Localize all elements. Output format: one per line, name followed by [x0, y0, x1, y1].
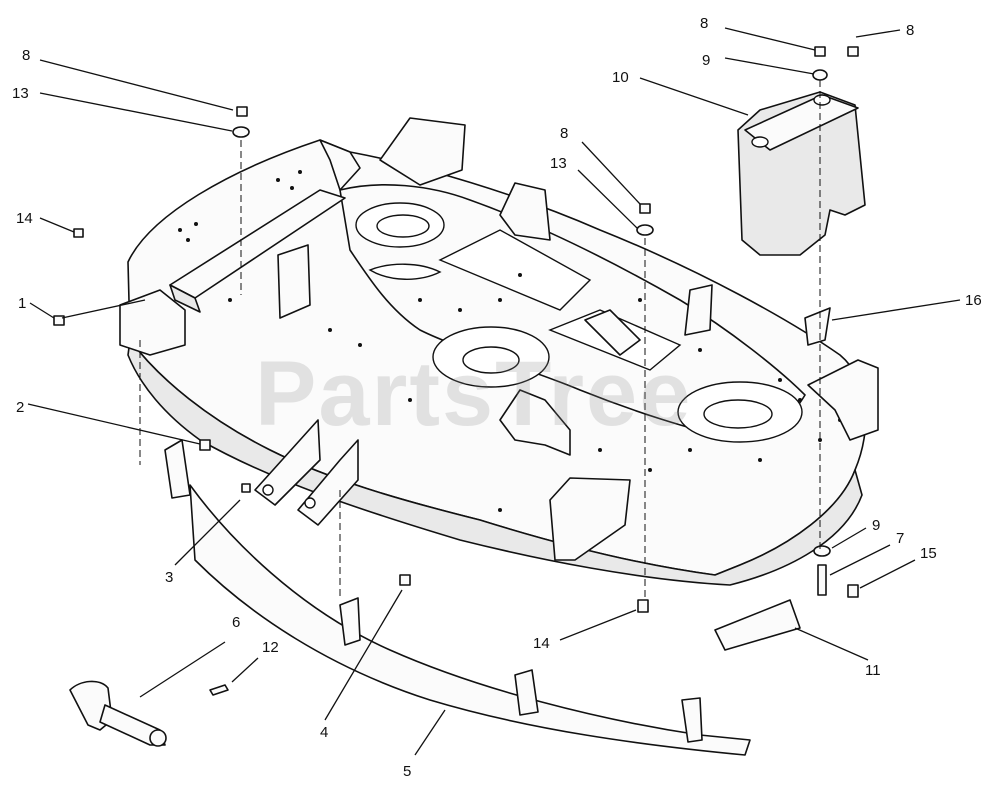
- callout-1: 1: [18, 295, 26, 312]
- alignment-lines: [139, 80, 821, 600]
- callout-5: 5: [403, 763, 411, 780]
- deck-brace: [119, 117, 713, 456]
- callout-10: 10: [612, 69, 629, 86]
- callout-3: 3: [165, 569, 173, 586]
- callout-8: 8: [22, 47, 30, 64]
- callout-14: 14: [533, 635, 550, 652]
- anti-scalp-roller: [69, 680, 229, 747]
- callout-8: 8: [700, 15, 708, 32]
- deck-small-holes: [178, 170, 842, 512]
- callout-7: 7: [896, 530, 904, 547]
- callout-8: 8: [906, 22, 914, 39]
- callout-4: 4: [320, 724, 328, 741]
- callout-12: 12: [262, 639, 279, 656]
- callout-13: 13: [12, 85, 29, 102]
- front-baffle: [189, 484, 751, 756]
- callout-9: 9: [872, 517, 880, 534]
- discharge-bracket: [549, 359, 879, 561]
- hardware: [53, 46, 859, 651]
- callout-13: 13: [550, 155, 567, 172]
- watermark-text: PartsTree: [255, 343, 692, 445]
- callout-2: 2: [16, 399, 24, 416]
- callout-15: 15: [920, 545, 937, 562]
- callout-8: 8: [560, 125, 568, 142]
- callout-9: 9: [702, 52, 710, 69]
- callout-numbers: 8 13 14 1 2 3 4 5 6 12 8 13 14 8 8 9 10 …: [12, 15, 982, 780]
- belt-cover: [737, 91, 866, 256]
- callout-16: 16: [965, 292, 982, 309]
- callout-14: 14: [16, 210, 33, 227]
- leader-lines: [27, 27, 961, 756]
- callout-6: 6: [232, 614, 240, 631]
- front-hanger-brackets: [164, 419, 359, 526]
- callout-11: 11: [865, 662, 881, 679]
